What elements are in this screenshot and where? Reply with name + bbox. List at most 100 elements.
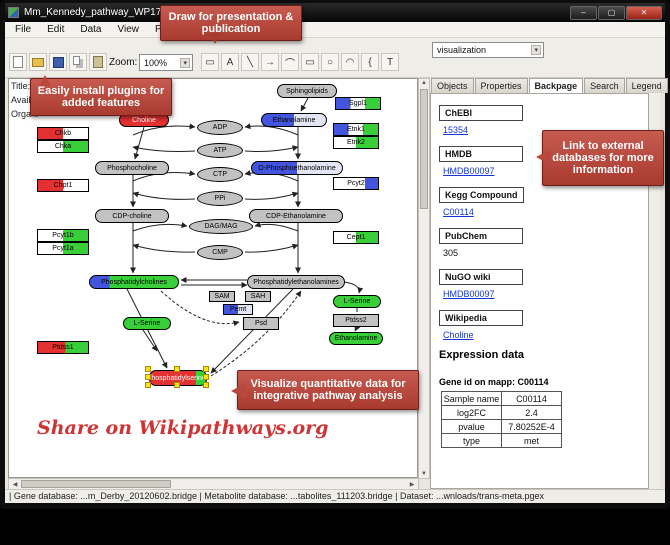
save-file-button[interactable] (49, 53, 67, 71)
selection-handle[interactable] (145, 382, 151, 388)
close-button[interactable]: ✕ (626, 5, 662, 20)
arrow-tool[interactable]: → (261, 53, 279, 71)
pathway-node-pcyt2[interactable]: Pcyt2 (333, 177, 379, 190)
pathway-node-o-phosphoethanolamine[interactable]: O-Phosphoethanolamine (251, 161, 343, 175)
pathway-edge[interactable] (132, 222, 188, 232)
pathway-edge[interactable] (160, 290, 240, 327)
pathway-edge[interactable] (210, 290, 302, 377)
pathway-node-ptdss1[interactable]: Ptdss1 (37, 341, 89, 354)
pathway-node-atp[interactable]: ATP (197, 143, 243, 158)
pathway-node-cdp-ethanolamine[interactable]: CDP-Ethanolamine (249, 209, 343, 223)
pathway-node-phosphocholine[interactable]: Phosphocholine (95, 161, 169, 175)
paste-button[interactable] (89, 53, 107, 71)
menu-edit[interactable]: Edit (47, 24, 65, 35)
minimize-button[interactable]: – (570, 5, 597, 20)
backpage-link[interactable]: Choline (443, 330, 474, 340)
selection-handle[interactable] (145, 366, 151, 372)
scroll-up-icon[interactable]: ▲ (421, 80, 427, 86)
ellipse-tool[interactable]: ○ (321, 53, 339, 71)
pathway-node-cept1[interactable]: Cept1 (333, 231, 379, 244)
tab-objects[interactable]: Objects (431, 78, 474, 93)
pathway-node-l-serine[interactable]: L-Serine (123, 317, 171, 330)
brace-tool[interactable]: { (361, 53, 379, 71)
tab-properties[interactable]: Properties (474, 78, 528, 93)
new-file-button[interactable] (9, 53, 27, 71)
maximize-button[interactable]: ▢ (598, 5, 625, 20)
scroll-down-icon[interactable]: ▼ (421, 471, 427, 477)
pathway-node-cmp[interactable]: CMP (197, 245, 243, 260)
pathway-node-cdp-choline[interactable]: CDP-choline (95, 209, 169, 223)
arc-tool[interactable]: ◠ (341, 53, 359, 71)
pathway-edge[interactable] (300, 97, 309, 112)
pathway-node-ptdss2[interactable]: Ptdss2 (333, 314, 379, 327)
pathway-edge[interactable] (133, 126, 145, 160)
pathway-node-ppi[interactable]: PPi (197, 191, 243, 206)
menu-view[interactable]: View (117, 24, 139, 35)
pathway-node-chkb[interactable]: Chkb (37, 127, 89, 140)
title-bar[interactable]: Mm_Kennedy_pathway_WP1771_45176.gp... – … (5, 3, 665, 22)
backpage-link[interactable]: HMDB00097 (443, 166, 495, 176)
copy-button[interactable] (69, 53, 87, 71)
open-file-button[interactable] (29, 53, 47, 71)
backpage-link[interactable]: HMDB00097 (443, 289, 495, 299)
pathway-node-sphingolipids[interactable]: Sphingolipids (277, 84, 337, 98)
scroll-left-icon[interactable]: ◀ (12, 482, 18, 488)
pathway-node-ctp[interactable]: CTP (197, 167, 243, 182)
pathway-edge[interactable] (132, 243, 196, 253)
pathway-edge[interactable] (132, 191, 196, 200)
datanode-tool[interactable]: ▭ (201, 53, 219, 71)
pathway-node-ethanolamine[interactable]: Ethanolamine (261, 113, 327, 127)
pathway-node-etnk1[interactable]: Etnk1 (333, 123, 379, 136)
pathway-edge[interactable] (354, 324, 361, 332)
pathway-node-sam[interactable]: SAM (209, 291, 235, 302)
pathway-edge[interactable] (132, 145, 196, 152)
zoom-select[interactable]: 100% ▾ (139, 54, 193, 71)
pathway-edge[interactable] (244, 243, 299, 253)
tab-backpage[interactable]: Backpage (528, 78, 584, 93)
tab-search[interactable]: Search (584, 78, 625, 93)
curved-line-tool[interactable]: ⌒ (281, 53, 299, 71)
label-tool[interactable]: A (221, 53, 239, 71)
pathway-node-pcyt1b[interactable]: Pcyt1b (37, 229, 89, 242)
pathway-edge[interactable] (132, 123, 196, 136)
scroll-right-icon[interactable]: ▶ (409, 482, 415, 488)
tab-legend[interactable]: Legend (625, 78, 668, 93)
scrollbar-thumb[interactable] (420, 89, 428, 209)
backpage-link[interactable]: 15354 (443, 125, 469, 135)
pathway-canvas[interactable]: Title: Availa Organi Share on Wikipathwa… (8, 78, 418, 478)
pathway-edge[interactable] (254, 221, 299, 232)
pathway-node-phosphatidylethanolamines[interactable]: Phosphatidylethanolamines (247, 275, 345, 289)
selection-handle[interactable] (174, 382, 180, 388)
pathway-node-chka[interactable]: Chka (37, 140, 89, 153)
pathway-node-l-serine[interactable]: L-Serine (333, 295, 381, 308)
pathway-node-pcyt1a[interactable]: Pcyt1a (37, 242, 89, 255)
pathway-edge[interactable] (244, 123, 299, 136)
rectangle-tool[interactable]: ▭ (301, 53, 319, 71)
backpage-link[interactable]: C00114 (443, 207, 474, 217)
visualization-select[interactable]: visualization ▾ (432, 42, 544, 58)
pathway-node-chpt1[interactable]: Chpt1 (37, 179, 89, 192)
line-tool[interactable]: ╲ (241, 53, 259, 71)
pathway-node-etnk2[interactable]: Etnk2 (333, 136, 379, 149)
pathway-node-psd[interactable]: Psd (243, 317, 279, 330)
menu-file[interactable]: File (15, 24, 32, 35)
pathway-edge[interactable] (244, 145, 299, 152)
scrollbar-thumb[interactable] (21, 480, 171, 488)
selection-handle[interactable] (174, 366, 180, 372)
menu-data[interactable]: Data (80, 24, 102, 35)
pathway-node-phosphatidylcholines[interactable]: Phosphatidylcholines (89, 275, 179, 289)
pathway-edge[interactable] (142, 329, 158, 352)
pathway-node-sah[interactable]: SAH (245, 291, 271, 302)
pathway-node-ethanolamine[interactable]: Ethanolamine (329, 332, 383, 345)
pathway-node-dag-mag[interactable]: DAG/MAG (189, 219, 253, 234)
selection-handle[interactable] (145, 374, 151, 380)
selection-handle[interactable] (203, 374, 209, 380)
pathway-edge[interactable] (244, 191, 299, 200)
selection-handle[interactable] (203, 382, 209, 388)
pathway-node-adp[interactable]: ADP (197, 120, 243, 135)
text-color-tool[interactable]: T (381, 53, 399, 71)
pathway-node-sgpl1[interactable]: Sgpl1 (335, 97, 381, 110)
pathway-node-pemt[interactable]: Pemt (223, 304, 253, 315)
pathway-edge[interactable] (210, 288, 294, 374)
canvas-vertical-scrollbar[interactable]: ▲ ▼ (418, 78, 430, 479)
